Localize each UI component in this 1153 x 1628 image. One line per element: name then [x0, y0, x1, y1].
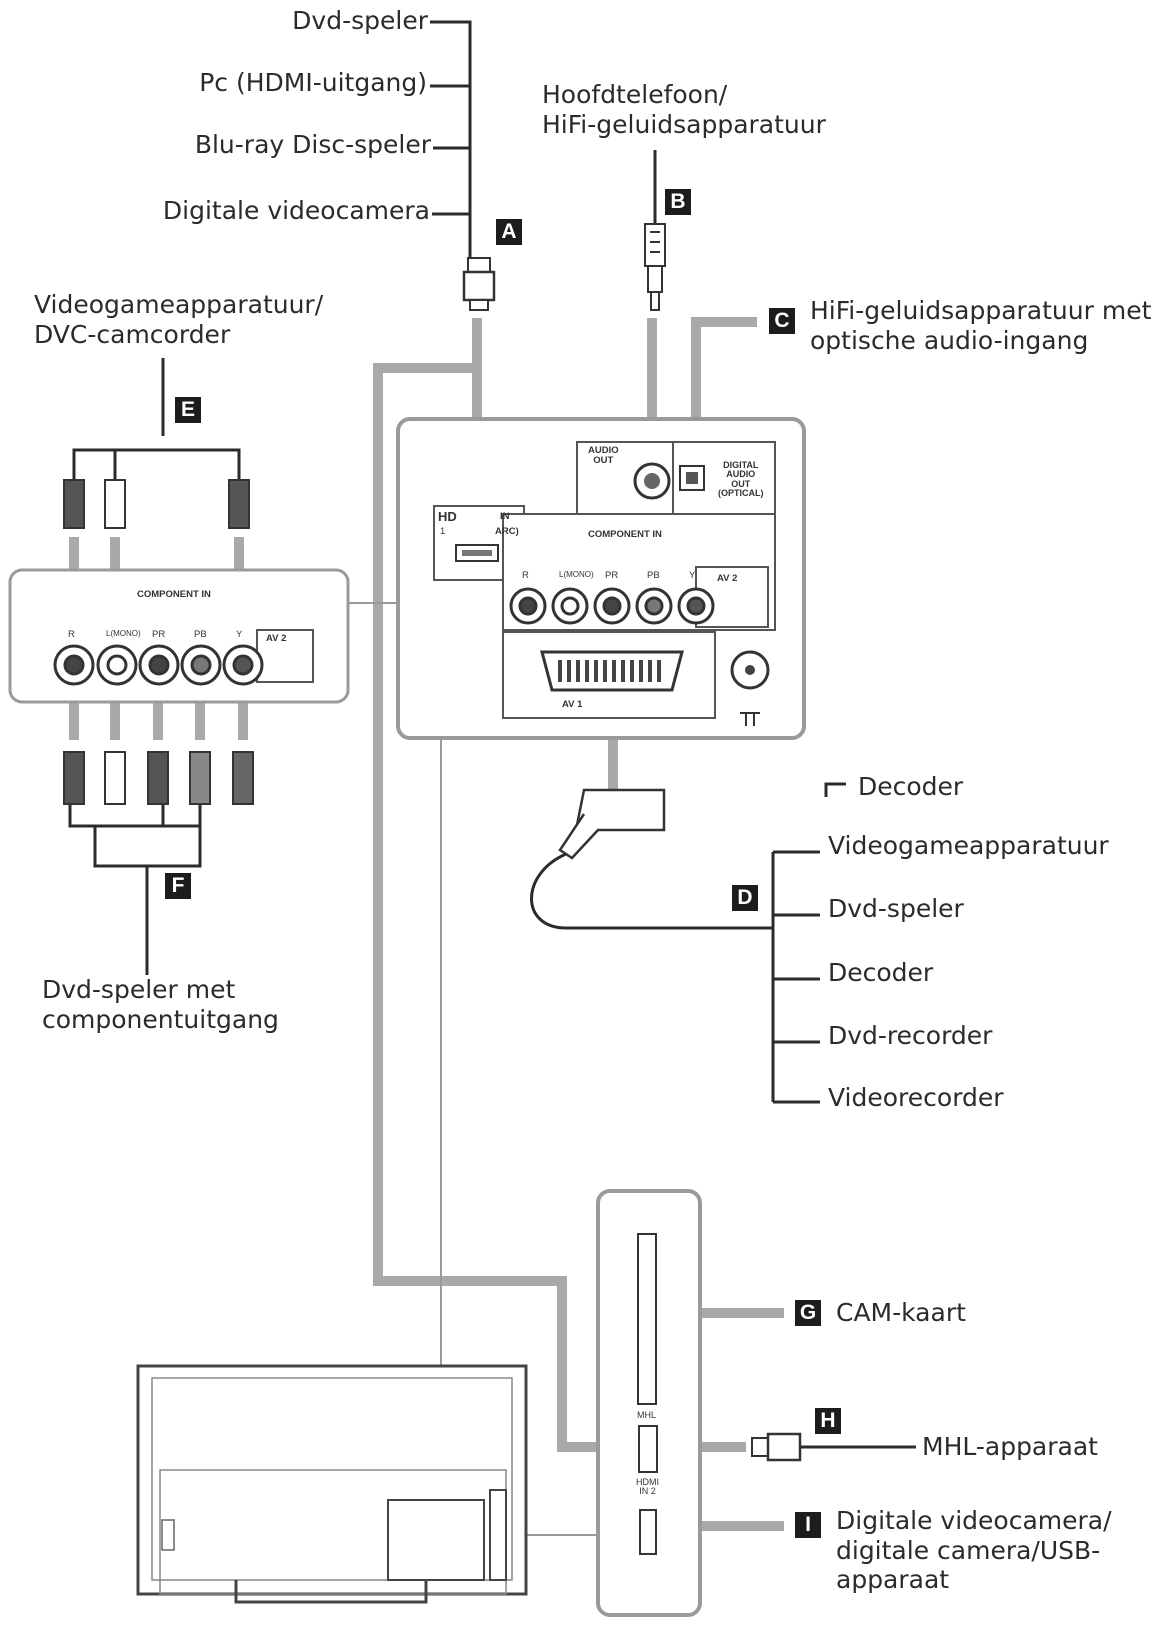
tag-c: C — [769, 308, 795, 334]
rca-plugs-F — [63, 751, 254, 805]
label-av1: AV 1 — [562, 699, 583, 710]
scart-plug-D — [530, 788, 773, 930]
label-pr-main: PR — [605, 570, 619, 581]
label-r-main: R — [522, 570, 529, 581]
label-y-main: Y — [689, 570, 696, 581]
label-component-in-zoom: COMPONENT IN — [137, 589, 211, 600]
device-a-bluray: Blu-ray Disc-speler — [194, 130, 431, 159]
tag-a: A — [496, 219, 522, 245]
label-pr-zoom: PR — [152, 629, 166, 640]
tv-back — [136, 1364, 528, 1604]
device-d-video-recorder: Videorecorder — [828, 1083, 1004, 1112]
component-jacks-main — [509, 587, 715, 625]
headphone-plug-B — [644, 223, 666, 311]
hdmi-plug-H — [751, 1432, 802, 1462]
hdmi-plug-A — [462, 257, 496, 311]
device-i-usb: Digitale videocamera/ digitale camera/US… — [836, 1506, 1112, 1594]
tag-i: I — [795, 1512, 821, 1538]
device-a-dvd-player: Dvd-speler — [292, 6, 428, 35]
label-r-zoom: R — [68, 629, 75, 640]
label-l-zoom: L(MONO) — [106, 629, 141, 638]
device-g-cam-card: CAM-kaart — [836, 1298, 966, 1327]
device-c-optical: HiFi-geluidsapparatuur met optische audi… — [810, 296, 1152, 355]
label-av2-zoom: AV 2 — [266, 633, 287, 644]
scart-pins — [558, 660, 661, 682]
device-d-dvd: Dvd-speler — [828, 894, 964, 923]
device-d-decoder: Decoder — [828, 958, 934, 987]
device-d-dvd-recorder: Dvd-recorder — [828, 1021, 993, 1050]
device-e-videogame: Videogameapparatuur/ DVC-camcorder — [34, 290, 324, 349]
label-hdmi-in2: HDMI IN 2 — [636, 1477, 659, 1497]
tag-f: F — [165, 873, 191, 899]
label-l-main: L(MONO) — [559, 570, 594, 579]
label-hdmi-port-1: 1 — [440, 526, 446, 537]
component-panel-zoom — [8, 568, 350, 704]
label-pb-zoom: PB — [194, 629, 207, 640]
device-f-component-dvd: Dvd-speler met componentuitgang — [42, 975, 279, 1034]
label-hdmi-arc: ARC) — [495, 526, 519, 537]
label-av2-main: AV 2 — [717, 573, 738, 584]
tag-e: E — [175, 397, 201, 423]
label-digital-audio-out: DIGITAL AUDIO OUT (OPTICAL) — [718, 460, 764, 499]
side-panel — [596, 1189, 702, 1617]
tag-g: G — [795, 1300, 821, 1326]
tag-b: B — [665, 189, 691, 215]
device-a-pc: Pc (HDMI-uitgang) — [199, 68, 427, 97]
device-h-mhl: MHL-apparaat — [922, 1432, 1098, 1461]
device-a-camera: Digitale videocamera — [162, 196, 430, 225]
label-hdmi-in: IN — [500, 511, 510, 522]
tag-d: D — [732, 885, 758, 911]
label-audio-out: AUDIO OUT — [588, 445, 619, 466]
device-b-headphones: Hoofdtelefoon/ HiFi-geluidsapparatuur — [542, 80, 826, 139]
device-d-videogame: Videogameapparatuur — [828, 831, 1109, 860]
label-y-zoom: Y — [236, 629, 243, 640]
label-pb-main: PB — [647, 570, 660, 581]
leader-lines — [68, 20, 916, 1449]
tag-h: H — [815, 1408, 841, 1434]
rca-plugs-E — [63, 448, 250, 529]
device-d-decoder-top: Decoder — [858, 772, 964, 801]
label-mhl: MHL — [637, 1410, 657, 1420]
label-component-in-main: COMPONENT IN — [588, 529, 662, 540]
